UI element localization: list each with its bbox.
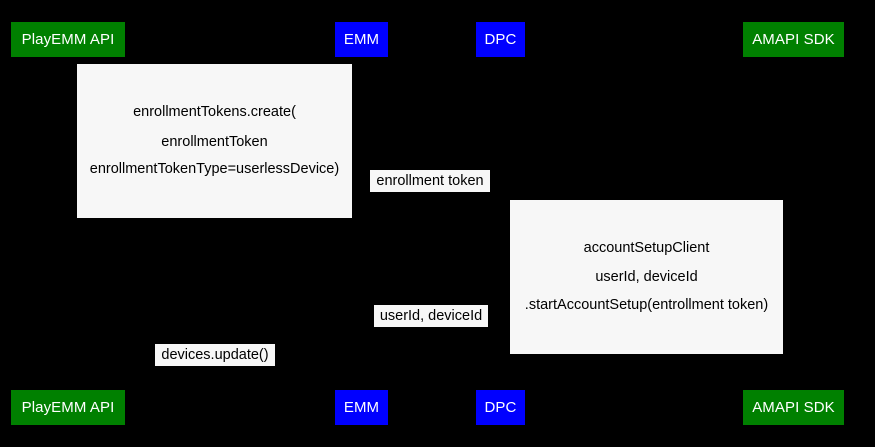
participant-header-emm[interactable]: EMM bbox=[335, 22, 388, 57]
participant-header-playemm-api[interactable]: PlayEMM API bbox=[11, 22, 125, 57]
participant-header-dpc[interactable]: DPC bbox=[476, 22, 525, 57]
message-label-line-2: enrollmentTokenType=userlessDevice) bbox=[89, 161, 340, 177]
lifeline-emm bbox=[361, 57, 362, 390]
participant-label: PlayEMM API bbox=[21, 399, 115, 416]
message-label-enrollment-token: enrollment token bbox=[370, 170, 490, 192]
participant-label: PlayEMM API bbox=[21, 31, 115, 48]
message-label-line-1: accountSetupClient bbox=[583, 240, 710, 256]
message-label-userid-deviceid-upper: userId, deviceId bbox=[590, 266, 703, 288]
participant-label: AMAPI SDK bbox=[752, 31, 835, 48]
message-label-line-2: .startAccountSetup(entrollment token) bbox=[524, 297, 769, 313]
lifeline-amapi bbox=[793, 57, 794, 390]
participant-header-amapi-sdk[interactable]: AMAPI SDK bbox=[743, 22, 844, 57]
message-arrow-7 bbox=[68, 366, 361, 367]
message-arrow-3 bbox=[361, 192, 500, 193]
lifeline-playemm bbox=[68, 57, 69, 390]
message-arrow-6 bbox=[361, 327, 500, 328]
participant-label: DPC bbox=[484, 399, 517, 416]
message-label-enrollment-token-camel: enrollmentToken bbox=[155, 131, 274, 153]
participant-footer-dpc[interactable]: DPC bbox=[476, 390, 525, 425]
lifeline-dpc bbox=[500, 57, 501, 390]
participant-label: DPC bbox=[484, 31, 517, 48]
participant-footer-amapi-sdk[interactable]: AMAPI SDK bbox=[743, 390, 844, 425]
message-label-userid-deviceid-lower: userId, deviceId bbox=[374, 305, 488, 327]
message-label-enrollment-tokens-create: enrollmentTokens.create( enrollmentToken… bbox=[77, 64, 352, 218]
participant-footer-playemm-api[interactable]: PlayEMM API bbox=[11, 390, 125, 425]
participant-footer-emm[interactable]: EMM bbox=[335, 390, 388, 425]
participant-label: AMAPI SDK bbox=[752, 399, 835, 416]
message-label-devices-update: devices.update() bbox=[155, 344, 275, 366]
participant-label: EMM bbox=[343, 31, 380, 48]
participant-label: EMM bbox=[343, 399, 380, 416]
message-label-line-1: enrollmentTokens.create( bbox=[133, 104, 296, 120]
